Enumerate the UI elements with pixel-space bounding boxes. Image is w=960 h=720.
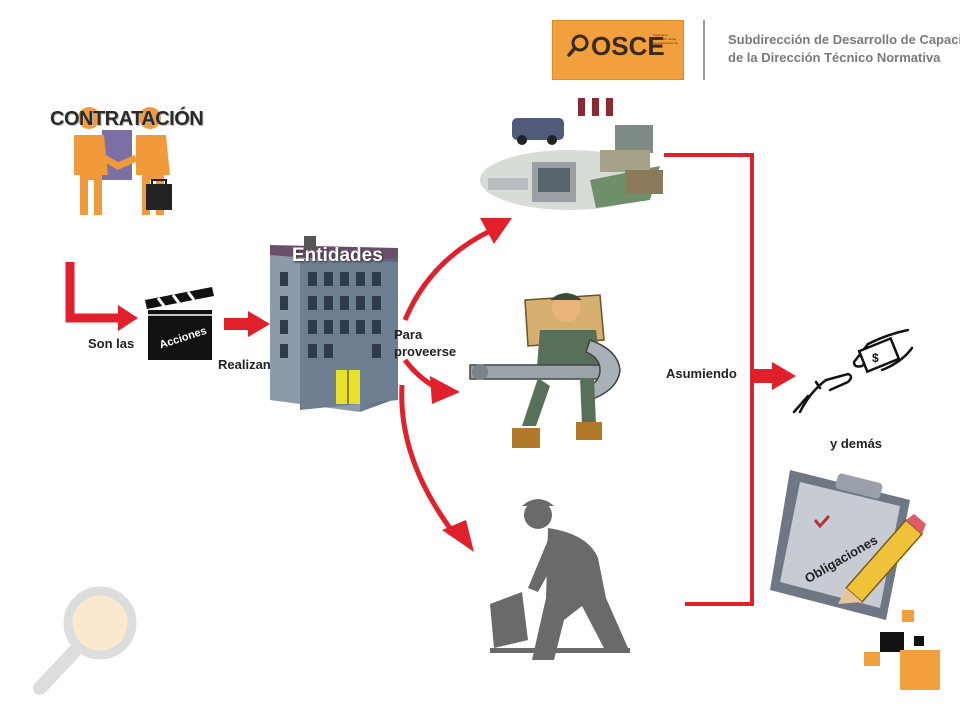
corner-squares-icon (864, 610, 940, 690)
svg-text:$: $ (872, 351, 879, 365)
clapperboard-icon (145, 287, 214, 360)
label-entidades: Entidades (292, 245, 383, 266)
magnifier-icon (33, 586, 137, 695)
header-subtitle-line2: de la Dirección Técnico Normativa (728, 50, 941, 65)
arrow-to-works (399, 384, 474, 552)
clipboard-pencil-icon (770, 470, 926, 620)
handshake-people-icon (74, 107, 172, 215)
osce-logo: OSCE Organismo Supervisor de las Contrat… (552, 20, 684, 80)
header-subtitle-line1: Subdirección de Desarrollo de Capacidade… (728, 32, 960, 47)
label-proveerse: proveerse (394, 344, 457, 359)
arrow-asumiendo (754, 362, 796, 390)
arrow-to-services (402, 358, 460, 404)
label-y-demas: y demás (830, 436, 883, 451)
arrow-to-goods (402, 218, 512, 321)
magnifier-logo-icon (567, 34, 589, 57)
arrow-realizan (224, 311, 270, 337)
bracket-line (664, 153, 754, 606)
arrow-son-las (65, 262, 138, 331)
label-para: Para (394, 327, 423, 342)
building-icon (270, 236, 398, 412)
label-realizan: Realizan (218, 357, 271, 372)
label-son-las: Son las (88, 336, 135, 351)
label-asumiendo: Asumiendo (666, 366, 737, 381)
logo-subtext: Organismo Supervisor de las Contratacion… (653, 33, 679, 49)
money-exchange-hands-icon: $ (792, 328, 914, 414)
logo-text: OSCE (591, 31, 665, 61)
goods-pile-icon (480, 98, 663, 210)
header-divider (703, 20, 705, 80)
worker-wrench-icon (469, 293, 621, 448)
digging-worker-icon (490, 499, 630, 660)
diagram-title: CONTRATACIÓN (50, 108, 204, 130)
